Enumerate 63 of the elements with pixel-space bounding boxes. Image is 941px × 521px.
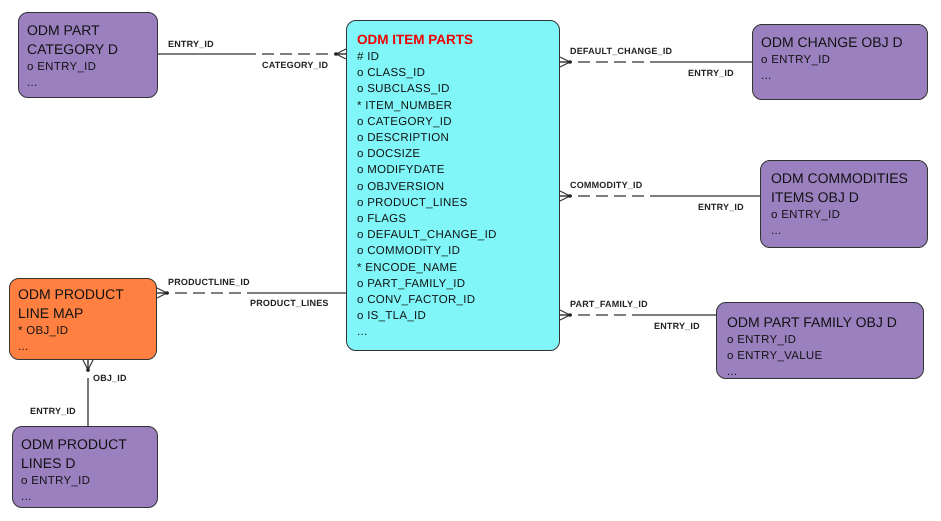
attribute: o FLAGS [357, 212, 406, 228]
attribute: o COMMODITY_ID [357, 244, 460, 260]
role-label: PRODUCT_LINES [250, 298, 329, 308]
relationship-line [559, 190, 760, 202]
entity-box [346, 20, 560, 351]
entity-name: ODM PART FAMILY OBJ D [727, 313, 897, 332]
attribute: o ENTRY_ID [21, 474, 90, 489]
attribute: * OBJ_ID [18, 324, 68, 339]
entity-name: ODM PART CATEGORY D [27, 21, 120, 59]
entity-box [760, 160, 928, 248]
attribute: o ENTRY_ID [761, 53, 830, 68]
relationship-line [559, 309, 716, 321]
attribute: o CLASS_ID [357, 66, 426, 82]
attribute: o OBJVERSION [357, 180, 444, 195]
attribute: ... [27, 76, 38, 91]
entity-name: ODM COMMODITIES ITEMS OBJ D [771, 169, 909, 207]
entity-name: ODM PRODUCT LINE MAP [18, 285, 125, 323]
attribute: o ENTRY_VALUE [727, 349, 823, 364]
role-label: ENTRY_ID [30, 406, 76, 416]
attribute: o DESCRIPTION [357, 131, 450, 146]
attribute: o CATEGORY_ID [357, 114, 452, 130]
relationship-line [156, 287, 346, 299]
attribute: o DOCSIZE [357, 147, 420, 162]
attribute: ... [21, 490, 32, 505]
entity-box [752, 24, 928, 100]
attribute: o IS_TLA_ID [357, 309, 426, 324]
attribute: o PRODUCT_LINES [357, 196, 468, 211]
role-label: DEFAULT_CHANGE_ID [570, 46, 672, 56]
attribute: o ENTRY_ID [771, 208, 840, 223]
entity-box [9, 278, 157, 360]
entity-name: ODM ITEM PARTS [357, 31, 473, 49]
entity-name: ODM CHANGE OBJ D [761, 33, 903, 52]
attribute: o PART_FAMILY_ID [357, 276, 466, 292]
attribute: o MODIFYDATE [357, 163, 445, 178]
role-label: PRODUCTLINE_ID [168, 277, 250, 287]
entity-box [716, 302, 924, 379]
attribute: ... [771, 224, 782, 239]
role-label: PART_FAMILY_ID [570, 299, 648, 309]
attribute: ... [761, 69, 772, 84]
attribute: o ENTRY_ID [727, 333, 796, 348]
relationship-line [158, 48, 347, 60]
role-label: CATEGORY_ID [262, 60, 328, 70]
attribute: o SUBCLASS_ID [357, 82, 450, 98]
attribute: # ID [357, 50, 380, 65]
attribute: ... [727, 365, 738, 380]
attribute: ... [357, 325, 368, 340]
attribute: * ENCODE_NAME [357, 260, 458, 276]
entity-name: ODM PRODUCT LINES D [21, 435, 128, 473]
entity-box [12, 426, 158, 508]
relationship-line [82, 359, 94, 426]
role-label: ENTRY_ID [698, 202, 744, 212]
attribute: * ITEM_NUMBER [357, 98, 452, 114]
entity-box [18, 12, 158, 98]
attribute: o DEFAULT_CHANGE_ID [357, 228, 497, 244]
role-label: ENTRY_ID [168, 39, 214, 49]
attribute: o CONV_FACTOR_ID [357, 293, 476, 308]
role-label: ENTRY_ID [688, 68, 734, 78]
role-label: COMMODITY_ID [570, 180, 642, 190]
attribute: ... [18, 340, 28, 355]
attribute: o ENTRY_ID [27, 60, 96, 75]
role-label: OBJ_ID [93, 373, 127, 383]
relationship-line [559, 56, 752, 68]
role-label: ENTRY_ID [654, 321, 700, 331]
